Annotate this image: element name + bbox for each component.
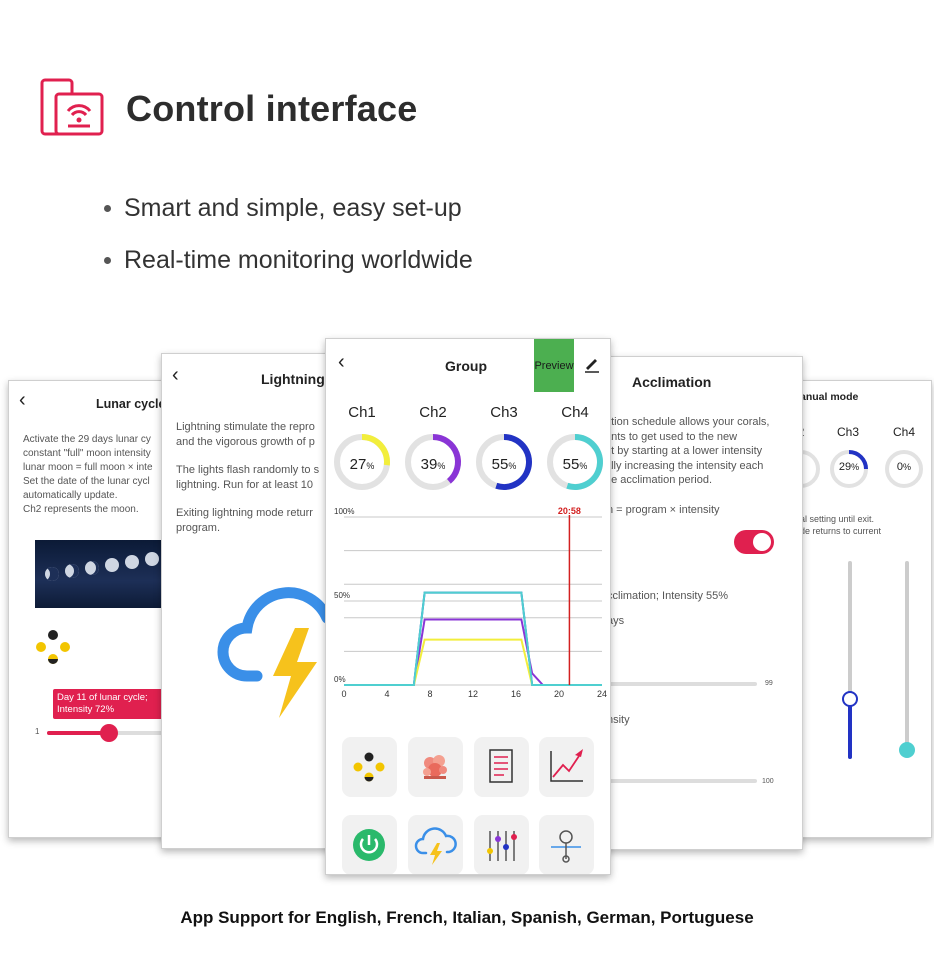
screen-title: Lightning <box>261 371 325 387</box>
x-tick-label: 24 <box>597 689 607 699</box>
acclimation-toggle[interactable] <box>734 530 774 554</box>
lunar-slider-fill <box>47 731 109 735</box>
x-tick-label: 0 <box>341 689 346 699</box>
lunar-slider-handle[interactable] <box>100 724 118 742</box>
screen-title: anual mode <box>800 391 859 403</box>
tablet-wifi-icon <box>40 78 104 136</box>
group-screen: ‹ Group Preview Ch1 Ch2 Ch3 Ch4 27% 39% … <box>325 338 611 875</box>
intensity-max-label: 100 <box>762 778 774 785</box>
acclimation-graph-icon <box>550 749 583 782</box>
feature-item: Smart and simple, easy set-up <box>104 182 473 234</box>
current-time-label: 20:58 <box>558 506 581 516</box>
channel-rings <box>334 434 603 490</box>
ring-progress-ch3 <box>495 434 532 490</box>
tile-manual[interactable] <box>474 815 529 874</box>
preview-button[interactable]: Preview <box>534 339 574 392</box>
formula-text: n = program × intensity <box>607 504 720 516</box>
back-icon[interactable]: ‹ <box>19 389 26 411</box>
ring-progress-ch1 <box>361 434 390 466</box>
lightning-cloud-icon <box>217 587 333 718</box>
ch3-slider-fill <box>848 699 852 759</box>
edit-icon[interactable] <box>583 355 601 373</box>
series-line-3 <box>344 591 602 686</box>
ch4-slider-track[interactable] <box>905 561 909 751</box>
back-icon[interactable]: ‹ <box>172 364 179 386</box>
lunar-cycle-screen: ‹ Lunar cycle Activate the 29 days lunar… <box>8 380 180 838</box>
language-support-note: App Support for English, French, Italian… <box>180 908 754 927</box>
coral-icon <box>423 755 447 779</box>
bullet-icon <box>104 204 111 212</box>
intensity-tooltip: Day 11 of lunar cycle; Intensity 72% <box>53 689 173 719</box>
tile-acclimation[interactable] <box>539 737 594 797</box>
screen-title: Lunar cycle <box>96 397 166 411</box>
tile-power[interactable] <box>342 815 397 874</box>
lightning-screen: ‹ Lightning Lightning stimulate the repr… <box>161 353 348 849</box>
slider-min-label: 1 <box>35 727 40 736</box>
manual-mode-screen: anual mode 2 Ch3 Ch4 29% 0% al setting u… <box>785 380 932 838</box>
ring-progress-ch2 <box>432 434 461 484</box>
x-tick-label: 8 <box>427 689 432 699</box>
ch4-value: 55% <box>562 456 588 473</box>
ch2-value: 39% <box>420 456 446 473</box>
power-icon <box>353 829 385 861</box>
ch3-slider-handle[interactable] <box>842 691 858 707</box>
days-max-label: 99 <box>765 680 773 687</box>
x-tick-label: 16 <box>511 689 521 699</box>
description: Lightning stimulate the repro and the vi… <box>176 421 320 534</box>
back-icon[interactable]: ‹ <box>338 351 345 373</box>
description: al setting until exit. de returns to cur… <box>800 514 882 536</box>
channel-label: Ch4 <box>892 425 915 439</box>
channel-label: Ch3 <box>490 404 518 421</box>
tile-lightning[interactable] <box>408 815 463 874</box>
channel-label: Ch1 <box>348 404 376 421</box>
lunar-cycle-icon <box>353 752 385 782</box>
days-label: ays <box>607 615 625 627</box>
ch1-value: 27% <box>349 456 375 473</box>
days-slider[interactable] <box>607 682 757 686</box>
tile-lunar-cycle[interactable] <box>342 737 397 797</box>
lunar-cycle-icon <box>36 630 70 664</box>
tile-coral[interactable] <box>408 737 463 797</box>
channel-label: Ch2 <box>419 404 447 421</box>
timer-settings-icon <box>551 830 581 863</box>
tile-program[interactable] <box>474 737 529 797</box>
bullet-icon <box>104 256 111 264</box>
ring-progress-ch4 <box>566 434 603 490</box>
ch4-value: 0% <box>896 461 912 473</box>
status-text: cclimation; Intensity 55% <box>607 590 729 602</box>
y-tick-label: 0% <box>334 675 346 684</box>
screen-title: Group <box>445 358 487 374</box>
lightning-cloud-icon <box>414 827 457 865</box>
feature-list: Smart and simple, easy set-up Real-time … <box>104 182 473 286</box>
schedule-chart[interactable]: 100% 50% 0% 0 4 8 12 16 20 24 20:58 <box>326 499 610 704</box>
x-tick-label: 20 <box>554 689 564 699</box>
y-tick-label: 50% <box>334 591 350 600</box>
ch3-slider-track[interactable] <box>848 561 852 759</box>
feature-text: Smart and simple, easy set-up <box>124 193 462 222</box>
feature-text: Real-time monitoring worldwide <box>124 245 473 274</box>
channel-label: Ch4 <box>561 404 589 421</box>
ch4-slider-handle[interactable] <box>899 742 915 758</box>
description: ation schedule allows your corals, ants … <box>605 416 770 486</box>
intensity-slider[interactable] <box>607 779 757 783</box>
intensity-label: nsity <box>607 714 630 726</box>
feature-item: Real-time monitoring worldwide <box>104 234 473 286</box>
manual-sliders-icon <box>487 831 517 861</box>
x-tick-label: 12 <box>468 689 478 699</box>
series-line-1 <box>344 618 602 686</box>
page-title: Control interface <box>126 88 418 129</box>
x-tick-label: 4 <box>384 689 389 699</box>
tile-timer[interactable] <box>539 815 594 874</box>
ch3-value: 29% <box>838 461 860 473</box>
channel-label: Ch3 <box>836 425 859 439</box>
ch3-value: 55% <box>491 456 517 473</box>
screen-title: Acclimation <box>632 374 712 390</box>
series-line-2 <box>344 638 602 686</box>
description: Activate the 29 days lunar cy constant "… <box>23 434 153 515</box>
moon-phases-image <box>35 540 175 608</box>
program-list-icon <box>489 749 513 783</box>
y-tick-label: 100% <box>334 507 354 516</box>
acclimation-screen: Acclimation ation schedule allows your c… <box>590 356 803 850</box>
